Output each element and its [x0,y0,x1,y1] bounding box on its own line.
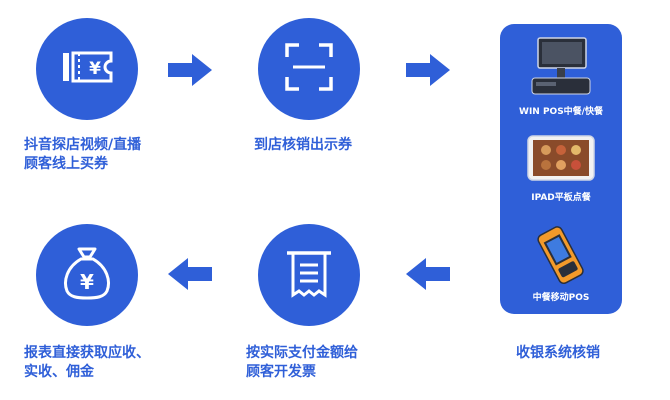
step-buy-label: 抖音探店视频/直播 顾客线上买券 [24,136,141,174]
pos-devices-panel: WIN POS中餐/快餐 IPAD平板点餐 [500,24,622,314]
step-invoice-label-line1: 按实际支付金额给 [246,345,358,361]
step-report-label: 报表直接获取应收、 实收、佣金 [24,344,150,382]
step-redeem-circle [258,18,360,120]
arrow-right-1 [168,54,212,86]
device-label-ipad: IPAD平板点餐 [531,193,591,203]
ticket-yen-icon: ¥ [57,37,117,101]
device-ipad: IPAD平板点餐 [500,132,622,203]
arrow-right-2 [406,54,450,86]
device-win-pos: WIN POS中餐/快餐 [500,36,622,117]
svg-text:¥: ¥ [89,59,101,79]
step-verify-label: 收银系统核销 [516,345,600,361]
handheld-pos-icon [524,224,598,288]
pos-terminal-icon [524,36,598,102]
receipt-icon [281,245,337,305]
svg-text:¥: ¥ [80,270,94,294]
step-invoice-label: 按实际支付金额给 顾客开发票 [246,344,358,382]
device-label-mobile-pos: 中餐移动POS [532,293,590,303]
arrow-left-2 [406,258,450,290]
arrow-left-1 [168,258,212,290]
step-invoice-label-line2: 顾客开发票 [246,364,316,380]
step-report-label-line2: 实收、佣金 [24,364,94,380]
device-label-win-pos: WIN POS中餐/快餐 [519,107,603,117]
step-report-label-line1: 报表直接获取应收、 [24,345,150,361]
step-invoice-circle [258,224,360,326]
device-mobile-pos: 中餐移动POS [500,224,622,303]
tablet-icon [524,132,598,188]
scan-frame-icon [281,39,337,99]
step-report-circle: ¥ [36,224,138,326]
step-buy-label-line2: 顾客线上买券 [24,156,108,172]
step-redeem-label: 到店核销出示券 [254,137,352,153]
money-bag-yen-icon: ¥ [57,243,117,307]
step-buy-circle: ¥ [36,18,138,120]
step-buy-label-line1: 抖音探店视频/直播 [24,137,142,153]
